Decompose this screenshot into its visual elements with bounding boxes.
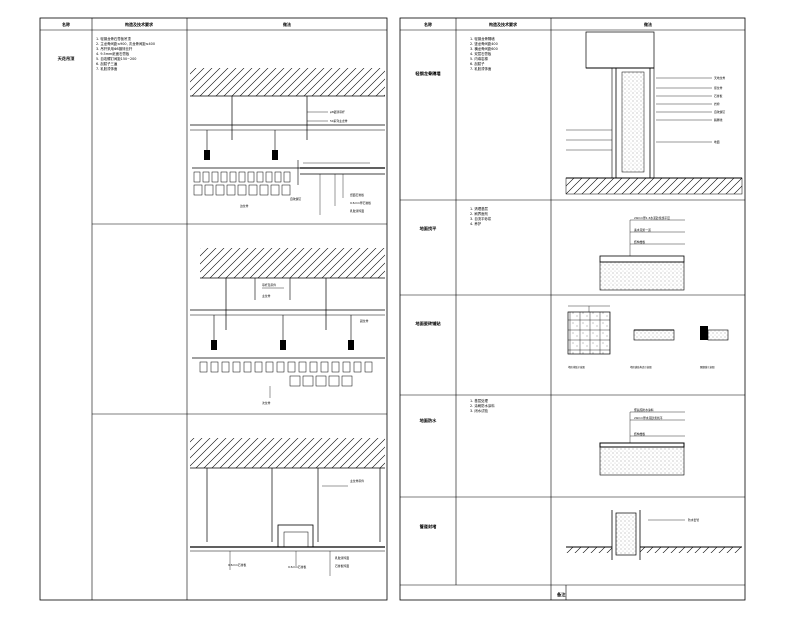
- right-header-name: 名称: [424, 21, 432, 27]
- left-spec-lines: 1. 轻钢龙骨石膏板吊顶 2. 主龙骨间距≤900, 次龙骨间距≤400 3. …: [96, 36, 155, 71]
- detail1-note: 自攻螺钉: [290, 197, 301, 201]
- detail1-note: 9.5mm厚石膏板: [350, 201, 371, 205]
- left-table: 名称 构造及技术要求 做法 天花吊顶 1. 轻钢龙骨石膏板吊顶 2. 主龙骨间距…: [39, 17, 388, 601]
- floor-tile-detail: 地砖排版示意图 地砖铺贴构造示意图 踢脚线示意图: [567, 305, 729, 369]
- spec-line: 4. 9.5mm纸面石膏板: [96, 51, 130, 56]
- right-table: 名称 构造及技术要求 做法 轻钢龙骨隔墙 地面找平 地面瓷砖铺贴 地面防水 管道…: [399, 17, 746, 601]
- detail1-note: φ8镀锌吊杆: [330, 110, 345, 114]
- tile-note: 地砖排版示意图: [568, 365, 585, 369]
- spec-line: 2. 涂刷防水涂料: [470, 403, 495, 408]
- floor-leveling-detail: 20mm厚1:3水泥砂浆找平层 素水泥浆一道 结构楼板: [599, 216, 685, 291]
- ceiling-grid-dim-row: [193, 171, 291, 196]
- pipe-note: 防水套管: [688, 518, 699, 522]
- floor-waterproof-detail: 聚氨酯防水涂料 20mm厚水泥砂浆找平 结构楼板: [599, 408, 685, 476]
- waterproof-note: 聚氨酯防水涂料: [634, 408, 654, 412]
- wall-note: 竖龙骨: [714, 86, 723, 90]
- detail3-note: 乳胶漆饰面: [335, 556, 349, 560]
- detail2-note: 吊杆及吊件: [262, 283, 276, 287]
- spec-line: 2. 刷界面剂: [470, 211, 488, 216]
- row0-spec: 1. 轻钢龙骨隔墙 2. 竖龙骨间距400 3. 横龙骨间距600 4. 双层石…: [470, 36, 498, 71]
- floor-note: 素水泥浆一道: [634, 228, 651, 232]
- tile-note: 踢脚线示意图: [700, 365, 715, 369]
- ceiling-detail-3: 主龙骨吊件 9.5mm石膏板 9.5mm石膏板 乳胶漆饰面 石膏板饰面: [190, 438, 385, 576]
- spec-line: 5. 自攻螺钉间距150~200: [96, 56, 136, 61]
- partition-wall-detail: 天地龙骨 竖龙骨 石膏板 岩棉 自攻螺钉 踢脚线 地面: [565, 31, 743, 195]
- wall-note: 石膏板: [714, 94, 723, 98]
- wall-note: 自攻螺钉: [714, 110, 725, 114]
- right-row-label: 地面瓷砖铺贴: [415, 320, 441, 327]
- spec-line: 7. 乳胶漆饰面: [470, 66, 492, 71]
- spec-line: 4. 双层石膏板: [470, 51, 492, 56]
- left-header-name: 名称: [62, 21, 70, 27]
- row1-spec: 1. 清理基层 2. 刷界面剂 3. 自流平砂浆 4. 养护: [470, 206, 492, 226]
- detail3-note: 9.5mm石膏板: [228, 563, 246, 567]
- right-header-spec: 构造及技术要求: [489, 21, 518, 27]
- spec-line: 1. 基层处理: [470, 398, 488, 403]
- pipe-sealing-detail: 防水套管: [566, 510, 742, 560]
- ceiling-grid-dim-row-2: [199, 361, 373, 387]
- detail2-note: 主龙骨: [262, 294, 271, 298]
- spec-line: 2. 竖龙骨间距400: [470, 41, 498, 46]
- spec-line: 4. 养护: [470, 221, 482, 226]
- spec-line: 6. 刮腻子: [470, 61, 485, 66]
- left-header-spec: 构造及技术要求: [125, 21, 154, 27]
- detail1-note: 50系列主龙骨: [330, 119, 348, 123]
- spec-line: 3. 自流平砂浆: [470, 216, 492, 221]
- spec-line: 1. 轻钢龙骨隔墙: [470, 36, 495, 41]
- spec-line: 1. 轻钢龙骨石膏板吊顶: [96, 36, 131, 41]
- ceiling-detail-1: φ8镀锌吊杆 50系列主龙骨 纸面石膏板 9.5mm厚石膏板 乳胶漆饰面 自攻螺…: [190, 68, 385, 215]
- detail2-note: 副龙骨: [360, 319, 369, 323]
- right-row-label: 地面找平: [420, 225, 438, 232]
- detail1-note: 乳胶漆饰面: [350, 209, 364, 213]
- detail2-note: 次龙骨: [262, 401, 271, 405]
- left-header-detail: 做法: [282, 21, 291, 27]
- spec-line: 3. 闭水试验: [470, 408, 488, 413]
- spec-line: 5. 内填岩棉: [470, 56, 488, 61]
- spec-line: 6. 刮腻子三遍: [96, 61, 118, 66]
- footer-label: 备注: [557, 591, 566, 598]
- floor-note: 结构楼板: [634, 240, 645, 244]
- spec-line: 2. 主龙骨间距≤900, 次龙骨间距≤400: [96, 41, 155, 46]
- detail1-note: 边龙骨: [240, 204, 249, 208]
- waterproof-note: 结构楼板: [634, 432, 645, 436]
- detail3-note: 9.5mm石膏板: [288, 565, 306, 569]
- spec-line: 3. 吊杆采用Φ8镀锌丝杆: [96, 46, 133, 51]
- right-row-label: 管道封堵: [420, 523, 438, 530]
- spec-line: 7. 乳胶漆饰面: [96, 66, 118, 71]
- spec-line: 3. 横龙骨间距600: [470, 46, 498, 51]
- tile-note: 地砖铺贴构造示意图: [630, 365, 652, 369]
- row3-spec: 1. 基层处理 2. 涂刷防水涂料 3. 闭水试验: [470, 398, 495, 413]
- ceiling-detail-2: 吊杆及吊件 主龙骨 副龙骨 次龙骨: [190, 248, 385, 405]
- wall-note: 岩棉: [714, 102, 720, 106]
- wall-note: 地面: [714, 140, 720, 144]
- right-row-label: 轻钢龙骨隔墙: [415, 70, 441, 77]
- wall-note: 踢脚线: [714, 118, 723, 122]
- left-row-label: 天花吊顶: [58, 55, 76, 62]
- right-header-detail: 做法: [643, 21, 652, 27]
- detail1-note: 纸面石膏板: [350, 193, 364, 197]
- right-row-label: 地面防水: [420, 417, 438, 424]
- spec-line: 1. 清理基层: [470, 206, 488, 211]
- detail3-note: 石膏板饰面: [335, 564, 349, 568]
- waterproof-note: 20mm厚水泥砂浆找平: [634, 416, 663, 420]
- detail3-note: 主龙骨吊件: [350, 479, 364, 483]
- wall-note: 天地龙骨: [714, 76, 725, 80]
- floor-note: 20mm厚1:3水泥砂浆找平层: [634, 216, 670, 220]
